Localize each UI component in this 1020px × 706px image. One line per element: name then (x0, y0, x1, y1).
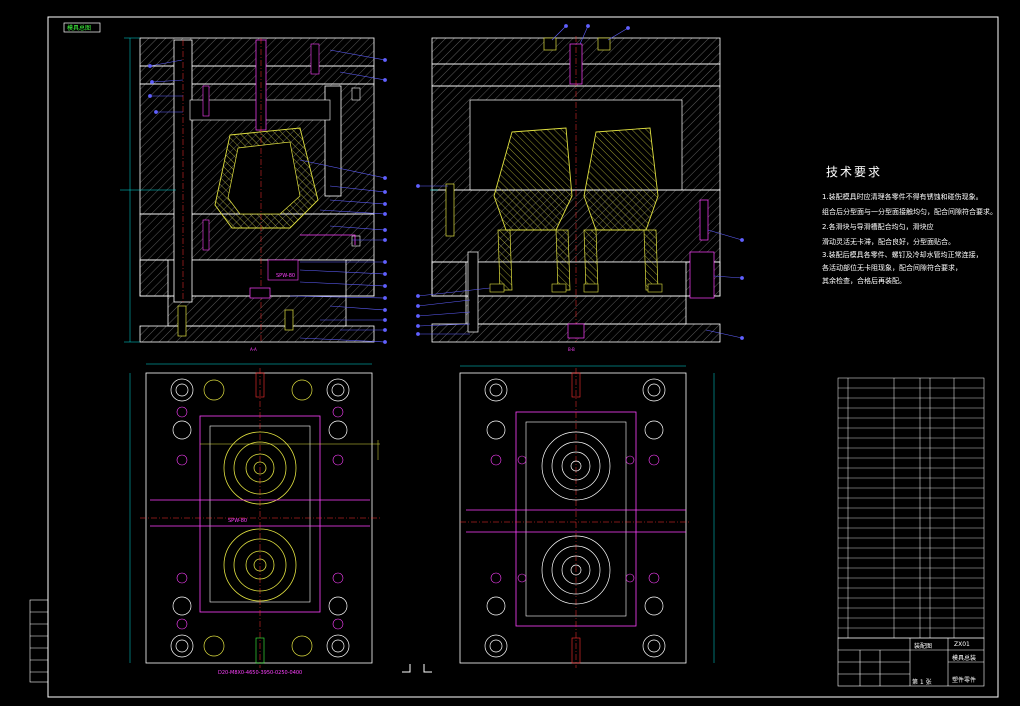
section-view-b (430, 36, 721, 343)
drawing-number: ZX01 (954, 641, 970, 648)
tech-requirement-line: 1.装配模具时应清理各零件不得有锈蚀和碰伤现象。 (822, 193, 983, 201)
part-tag: SPW-80 (276, 273, 296, 279)
tech-requirement-line: 滑动灵活无卡滞，配合良好，分型面贴合。 (822, 238, 955, 246)
drawing-name: 装配图 (914, 643, 933, 650)
sheet-label: 第 1 张 (912, 679, 932, 686)
title-block (837, 637, 985, 687)
tech-requirement-line: 其余检查，合格后再装配。 (822, 277, 906, 285)
part-label: 塑件零件 (952, 677, 977, 684)
tech-requirement-line: 各活动部位无卡阻现象，配合间隙符合要求， (822, 264, 962, 272)
tech-requirement-line: 组合后分型面与一分型面接触均匀，配合间隙符合要求。 (822, 208, 997, 216)
view-marks (402, 664, 432, 673)
tech-requirement-line: 2.各滑块与导滑槽配合均匀，滑块应 (822, 223, 934, 231)
corner-tag: 模具总图 (67, 25, 92, 32)
leaders-b (416, 24, 744, 340)
sheet-border (47, 16, 999, 698)
parts-list-rows (838, 387, 984, 629)
section-b-tag: B-B (568, 347, 575, 352)
scale-label: 模具总装 (952, 655, 977, 662)
part-tag: SPW-80 (228, 518, 248, 524)
corner-tag-box (63, 22, 101, 33)
section-a-tag: A-A (250, 347, 257, 352)
section-view-a (120, 37, 375, 343)
plan-view-b (459, 365, 715, 668)
plan-view-a (129, 363, 380, 668)
left-strip (29, 599, 49, 683)
tech-requirements-title: 技术要求 (826, 165, 883, 179)
plan-label: D20-M8X0-4650-3950-0250-0400 (218, 670, 303, 676)
tech-requirement-line: 3.装配后模具各零件、螺钉及冷却水管均正常连接， (822, 251, 983, 259)
leaders-a (148, 49, 387, 344)
